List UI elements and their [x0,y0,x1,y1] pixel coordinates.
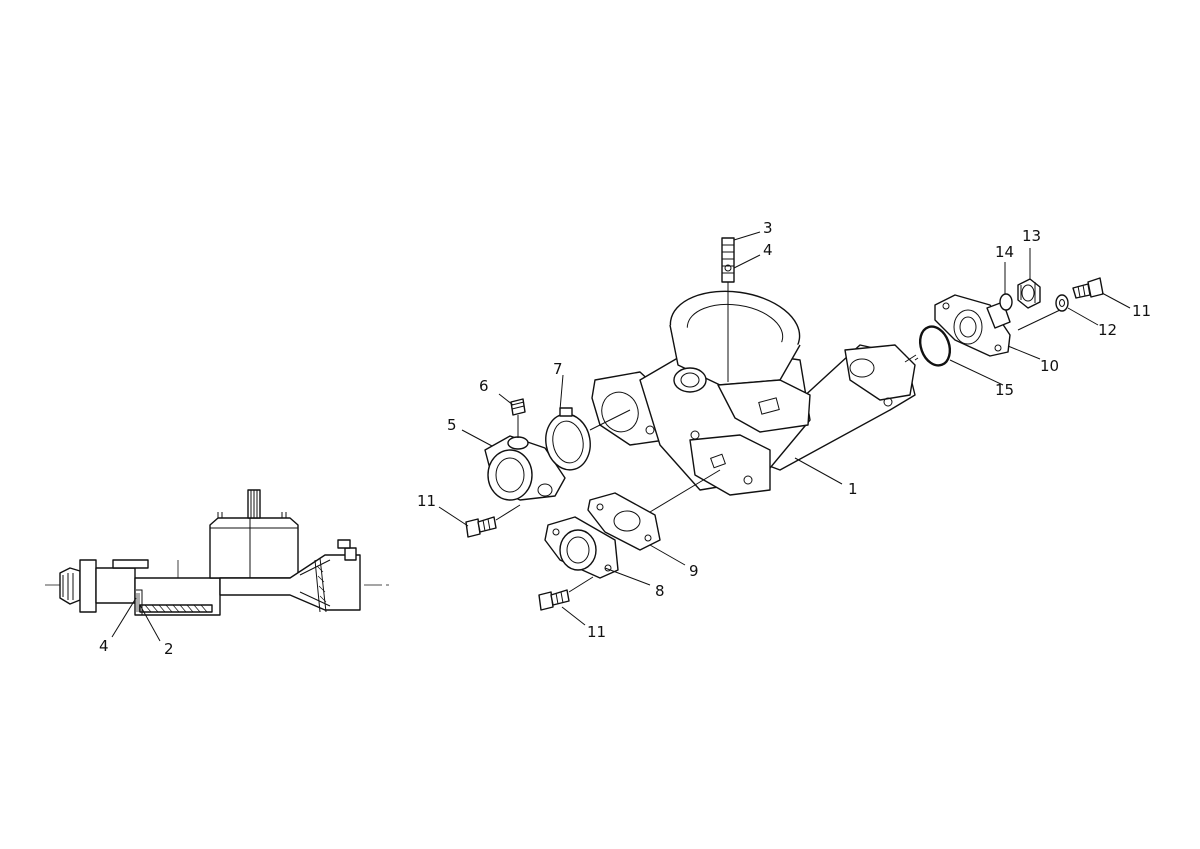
ring-gasket-part-7 [545,407,631,471]
callout-7: 7 [553,360,563,378]
callout-11-left: 11 [417,492,436,510]
bolt-part-11-left [465,504,521,538]
callout-10: 10 [1040,357,1059,375]
leader-lines [438,231,1131,626]
callout-15: 15 [995,381,1014,399]
callout-4: 4 [763,241,773,259]
callout-9: 9 [689,562,699,580]
callout-4-section: 4 [99,637,109,655]
bolt-part-11-bottom [538,576,594,611]
set-screw-part-6 [510,398,526,438]
callout-12: 12 [1098,321,1117,339]
callout-5: 5 [447,416,457,434]
callout-8: 8 [655,582,665,600]
callout-11-bottom: 11 [587,623,606,641]
callout-6: 6 [479,377,489,395]
o-ring-part-15 [914,325,952,367]
nut-part-13 [1017,278,1041,309]
flange-fitting-part-8 [544,516,619,579]
callouts: 3 4 1 6 7 5 11 9 8 11 10 15 11 12 13 14 [417,219,1151,641]
washer-part-12 [1055,294,1069,312]
callout-3: 3 [763,219,773,237]
callout-13: 13 [1022,227,1041,245]
main-housing [591,290,916,496]
stud-part-3 [721,237,735,382]
callout-11-right: 11 [1132,302,1151,320]
cover-flange-part-10 [934,294,1011,357]
callout-1: 1 [848,480,858,498]
small-ring-part-14 [999,293,1013,311]
callout-2: 2 [164,640,174,658]
section-view: 4 2 [45,489,390,658]
elbow-fitting-part-5 [484,435,566,501]
bolt-part-11-right [1072,277,1104,299]
callout-14: 14 [995,243,1014,261]
